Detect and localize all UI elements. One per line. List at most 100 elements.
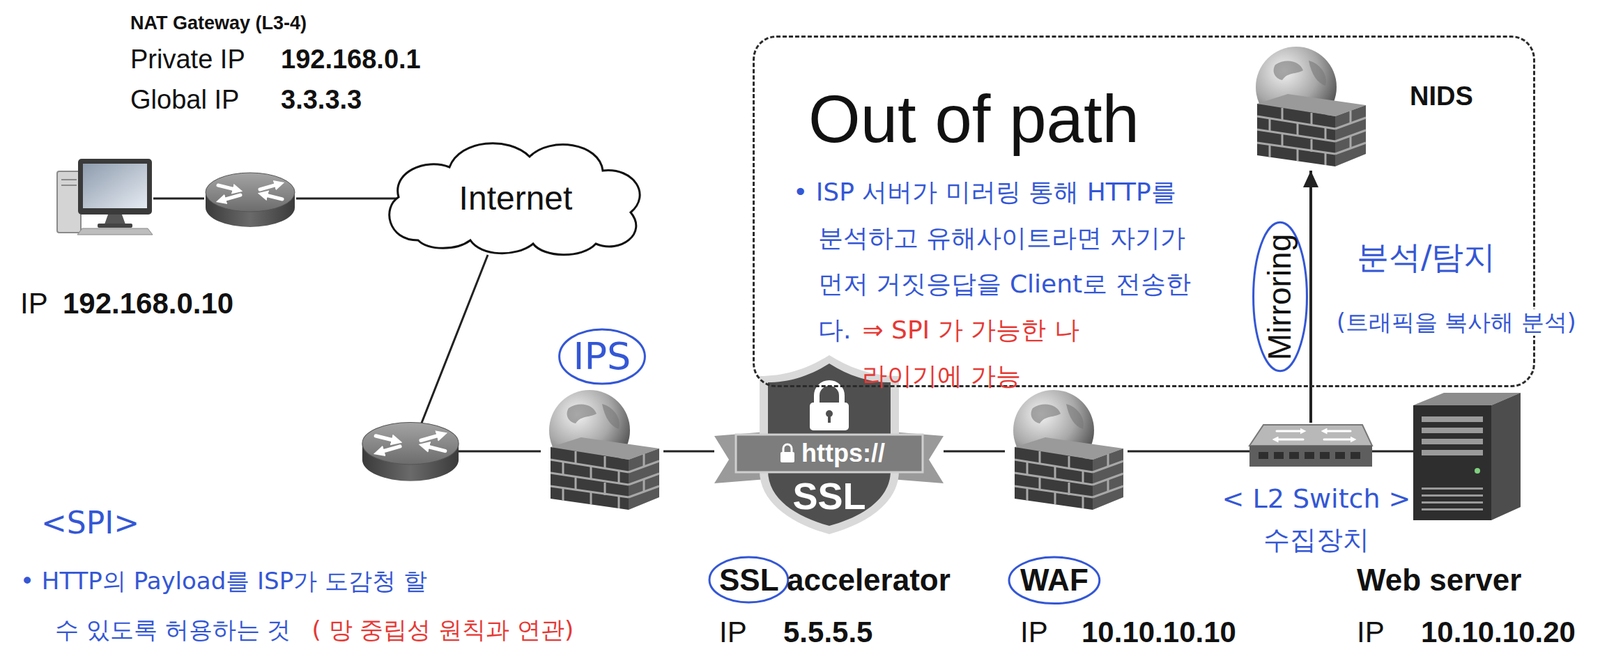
pc-icon	[57, 158, 153, 235]
connector	[410, 255, 541, 452]
connector-line	[663, 450, 715, 453]
firewall-icon	[549, 390, 660, 511]
pc-icon	[97, 223, 133, 228]
server-node: Web serverIP10.10.10.20	[1413, 393, 1521, 521]
switch-icon	[1249, 425, 1373, 446]
router-node: NAT Gateway (L3-4)Private IP192.168.0.1G…	[204, 168, 297, 230]
firewall-node: IPS	[540, 387, 664, 511]
ip-address: 10.10.10.20	[1420, 616, 1576, 650]
cloud-node: Internet	[398, 132, 653, 256]
ip-label: Private IP	[130, 44, 246, 76]
ip-address: 3.3.3.3	[280, 85, 362, 116]
pc-icon	[82, 163, 148, 209]
switch-icon	[1275, 431, 1354, 440]
switch-icon	[1335, 452, 1345, 460]
switch-icon	[1258, 452, 1361, 460]
device-title: SSL accelerator	[719, 563, 951, 599]
ip-label: IP	[20, 287, 49, 321]
firewall-icon	[1255, 46, 1366, 167]
switch-icon	[1304, 452, 1315, 460]
router-icon	[205, 172, 295, 228]
connector-line	[153, 197, 205, 200]
region-title: Out of path	[808, 80, 1140, 158]
connector	[1127, 451, 1250, 453]
ip-label: IP	[1020, 616, 1049, 650]
banner-text: https://	[801, 439, 886, 468]
server-icon	[1474, 468, 1481, 474]
hand-circle	[1009, 557, 1100, 605]
router-icon	[205, 172, 295, 228]
switch-icon	[1319, 452, 1330, 460]
edge-label: Mirroring	[1262, 233, 1299, 360]
router-icon	[362, 422, 459, 481]
waf-node: WAFIP10.10.10.10	[1004, 387, 1128, 511]
connector-line	[1372, 450, 1414, 453]
nids-node: NIDS	[1249, 43, 1373, 171]
connector	[1303, 170, 1319, 423]
server-icon	[1421, 487, 1483, 490]
handwritten-note: < L2 Switch >	[1222, 484, 1412, 515]
switch-icon	[1273, 452, 1284, 460]
hand-circle	[559, 329, 646, 384]
ssl-shield-icon	[783, 444, 792, 453]
connector	[1372, 451, 1414, 453]
ssl-shield-icon	[735, 434, 923, 473]
server-icon	[1421, 427, 1483, 434]
ip-address: 192.168.0.10	[62, 287, 234, 321]
server-icon	[1421, 501, 1483, 504]
ssl-shield-icon	[780, 452, 795, 463]
pc-icon	[104, 214, 126, 225]
ssl-shield-icon	[827, 415, 831, 423]
pc-icon	[78, 158, 152, 215]
server-icon	[1421, 439, 1483, 445]
server-icon	[1413, 405, 1492, 521]
firewall-icon	[1255, 46, 1366, 167]
ssl-shield-icon	[809, 402, 849, 431]
switch-icon	[1275, 439, 1304, 442]
handwritten-note: 분석/탐지	[1356, 239, 1497, 276]
handwritten-note: IPS	[573, 335, 632, 379]
server-icon	[1413, 393, 1521, 521]
ip-address: 192.168.0.1	[280, 44, 421, 76]
switch-icon	[1258, 452, 1269, 460]
ip-label: IP	[719, 616, 748, 650]
connector-line	[943, 450, 1005, 453]
firewall-icon	[549, 390, 660, 511]
ip-address: 5.5.5.5	[783, 616, 873, 650]
arrow-head	[1303, 170, 1319, 188]
connector	[153, 198, 205, 200]
connector-line	[410, 255, 541, 452]
router-icon	[362, 422, 459, 481]
hand-circle	[1253, 222, 1308, 371]
pc-icon	[61, 184, 77, 187]
firewall-icon	[1013, 390, 1124, 511]
pc-icon	[77, 228, 153, 235]
ip-label: IP	[1356, 616, 1385, 650]
switch-icon	[1249, 445, 1373, 467]
connector-line	[1127, 450, 1250, 453]
server-icon	[1421, 508, 1483, 511]
connector	[296, 198, 399, 200]
handwritten-note: (트래픽을 복사해 분석)	[1336, 309, 1577, 336]
device-title: NIDS	[1409, 81, 1474, 113]
handwritten-note: <SPI>	[41, 505, 140, 542]
connector	[663, 451, 715, 453]
server-icon	[1491, 393, 1521, 521]
server-icon	[1421, 416, 1483, 423]
server-icon	[1421, 450, 1483, 456]
pc-icon	[61, 179, 77, 181]
switch-icon	[1289, 452, 1299, 460]
pc-node: IP192.168.0.10	[55, 158, 154, 235]
shield-text: SSL	[792, 474, 866, 518]
server-icon	[1421, 494, 1483, 497]
switch-icon	[1324, 430, 1351, 433]
firewall-icon	[1013, 390, 1124, 511]
switch-icon	[1276, 430, 1304, 433]
connector-line	[296, 197, 399, 200]
device-title: WAF	[1020, 563, 1089, 599]
cloud-label: Internet	[459, 179, 573, 218]
cloud-shape	[389, 143, 640, 256]
server-icon	[1421, 416, 1483, 511]
device-title: NAT Gateway (L3-4)	[130, 12, 307, 35]
